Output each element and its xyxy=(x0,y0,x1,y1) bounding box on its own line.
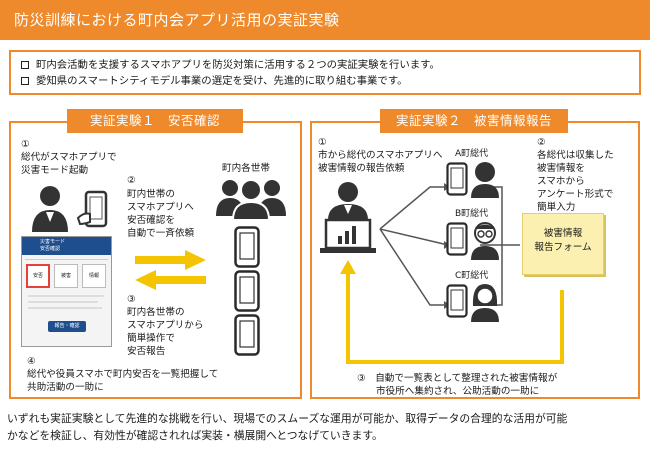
household-phone-3 xyxy=(234,314,260,360)
app-header-line1: 災害モード xyxy=(40,239,66,245)
p1-step4-line1: 総代や役員スマホで町内安否を一覧把握して xyxy=(27,369,219,380)
p1-step3-line2: スマホアプリから xyxy=(127,320,204,331)
app-card-1-label: 安否 xyxy=(32,273,43,279)
app-card-3-label: 情報 xyxy=(88,273,99,279)
app-report-button-label: 報告・確認 xyxy=(54,323,80,329)
p2-step3-line2: 市役所へ集約され、公助活動の一助に xyxy=(376,386,540,397)
rep-c-phone-icon xyxy=(446,284,468,322)
p1-step1-line2: 災害モード起動 xyxy=(21,165,89,176)
panel-1-tab: 実証実験１ 安否確認 xyxy=(67,109,243,133)
p2-step2-line2: 被害情報を xyxy=(537,163,585,174)
intro-text-1: 町内会活動を支援するスマホアプリを防災対策に活用する２つの実証実験を行います。 xyxy=(36,59,440,71)
p1-step3-line4: 安否報告 xyxy=(127,346,166,357)
p1-step2-line4: 自動で一斉依頼 xyxy=(127,228,195,239)
rep-b-person-glasses-icon xyxy=(470,220,500,264)
representative-with-phone-icon xyxy=(30,184,120,232)
p2-step2-line1: 各総代は収集した xyxy=(537,150,614,161)
households-label: 町内各世帯 xyxy=(222,163,270,174)
p2-step3-line1: ③ 自動で一覧表として整理された被害情報が xyxy=(357,373,558,384)
rep-label-c: C町総代 xyxy=(455,271,489,281)
checkbox-square-icon xyxy=(21,77,29,85)
rep-label-b: B町総代 xyxy=(455,209,489,219)
page-title: 防災訓練における町内会アプリ活用の実証実験 xyxy=(14,11,340,29)
app-card-2-label: 被害 xyxy=(60,273,71,279)
rep-c-person-woman-icon xyxy=(470,282,500,326)
footer-line-1: いずれも実証実験として先進的な挑戦を行い、現場でのスムーズな運用が可能か、取得デ… xyxy=(7,412,568,425)
footer-text: いずれも実証実験として先進的な挑戦を行い、現場でのスムーズな運用が可能か、取得デ… xyxy=(7,410,647,444)
p1-step1-line1: 総代がスマホアプリで xyxy=(21,152,117,163)
group-of-people-icon xyxy=(216,176,286,221)
rep-b-phone-icon xyxy=(446,222,468,260)
p2-step1-line2: 被害情報の報告依頼 xyxy=(318,163,405,174)
report-form-line2: 報告フォーム xyxy=(534,242,592,253)
city-official-laptop-icon xyxy=(318,180,378,254)
p1-step4-num: ④ xyxy=(27,356,36,367)
p2-step1-line1: 市から総代のスマホアプリへ xyxy=(318,150,443,161)
text-line xyxy=(28,307,102,309)
p1-step3-line1: 町内各世帯の xyxy=(127,307,185,318)
app-screenshot: 災害モード 安否確認 安否 被害 情報 報告・確認 xyxy=(21,236,112,347)
app-header xyxy=(22,237,111,255)
p1-step2-num: ② xyxy=(127,175,136,186)
app-card-3: 情報 xyxy=(82,264,106,288)
app-card-2: 被害 xyxy=(54,264,78,288)
household-phone-1 xyxy=(234,226,260,272)
rep-label-a: A町総代 xyxy=(455,149,489,159)
p2-step1-num: ① xyxy=(318,137,327,148)
p1-step3-line3: 簡単操作で xyxy=(127,333,175,344)
p2-step2-line4: アンケート形式で xyxy=(537,189,614,200)
p1-step2-line3: 安否確認を xyxy=(127,215,175,226)
intro-line-2: 愛知県のスマートシティモデル事業の選定を受け、先進的に取り組む事業です。 xyxy=(21,74,408,88)
intro-box xyxy=(9,50,641,95)
household-phone-2 xyxy=(234,270,260,316)
text-line xyxy=(28,295,104,297)
divider xyxy=(25,259,108,260)
title-bar xyxy=(0,0,650,40)
app-card-1: 安否 xyxy=(26,264,50,288)
panel-2-tab: 実証実験２ 被害情報報告 xyxy=(380,109,568,133)
p1-step2-line1: 町内世帯の xyxy=(127,189,175,200)
p2-step2-line3: スマホから xyxy=(537,176,585,187)
intro-text-2: 愛知県のスマートシティモデル事業の選定を受け、先進的に取り組む事業です。 xyxy=(36,75,408,87)
p1-step3-num: ③ xyxy=(127,294,136,305)
bidirectional-arrows-icon xyxy=(133,250,208,290)
text-line xyxy=(28,301,98,303)
app-report-button: 報告・確認 xyxy=(48,321,86,332)
report-form-note xyxy=(522,213,604,275)
rep-a-person-icon xyxy=(470,160,500,202)
p1-step4-line2: 共助活動の一助に xyxy=(27,382,104,393)
intro-line-1: 町内会活動を支援するスマホアプリを防災対策に活用する２つの実証実験を行います。 xyxy=(21,58,440,72)
footer-line-2: かなどを検証し、有効性が確認されれば実装・横展開へとつなげていきます。 xyxy=(7,429,383,442)
p2-step2-num: ② xyxy=(537,137,546,148)
rep-a-phone-icon xyxy=(446,162,468,200)
p1-step1-num: ① xyxy=(21,139,30,150)
p2-step2-line5: 簡単入力 xyxy=(537,202,576,213)
return-arrow-icon xyxy=(338,250,568,370)
report-form-line1: 被害情報 xyxy=(543,228,583,239)
p1-step2-line2: スマホアプリへ xyxy=(127,202,194,213)
app-header-line2: 安否確認 xyxy=(40,246,61,252)
checkbox-square-icon xyxy=(21,61,29,69)
